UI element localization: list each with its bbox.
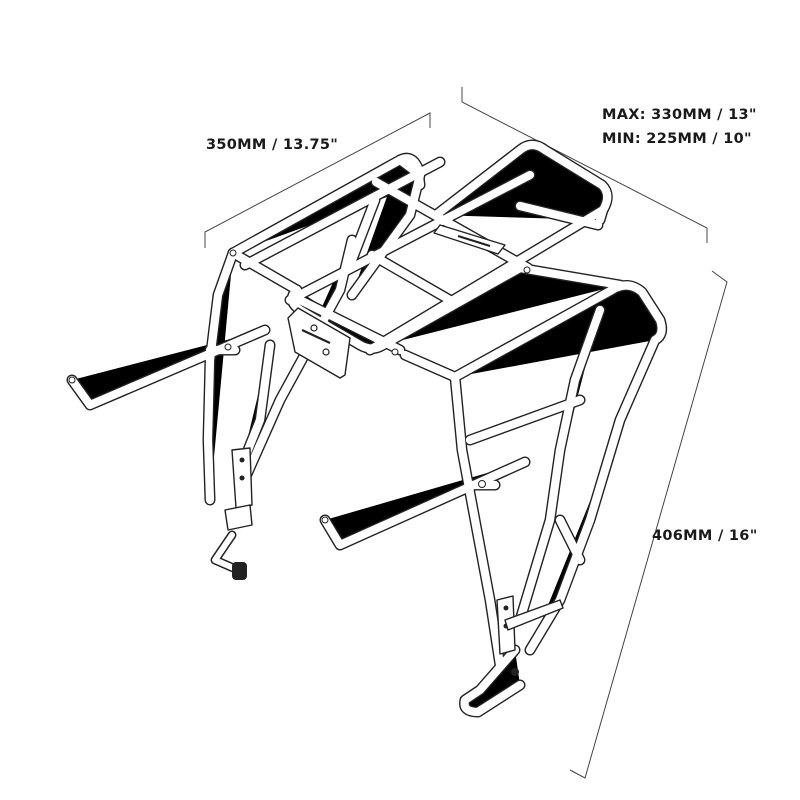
reflector-mount-plate — [287, 307, 351, 379]
width-dimension-line — [204, 112, 431, 248]
rack-illustration — [69, 145, 662, 712]
height-dimension-label: 406MM / 16" — [652, 528, 758, 544]
left-rack-knob — [232, 562, 247, 580]
width-dimension-label: 350MM / 13.75" — [206, 137, 339, 153]
height-dimension-line — [569, 270, 728, 779]
joint-bolts — [68, 249, 531, 524]
max-length-dimension-label: MAX: 330MM / 13" — [602, 107, 757, 123]
length-dimension-line — [461, 87, 708, 243]
dimension-lines — [204, 87, 728, 779]
min-length-dimension-label: MIN: 225MM / 10" — [602, 131, 752, 147]
